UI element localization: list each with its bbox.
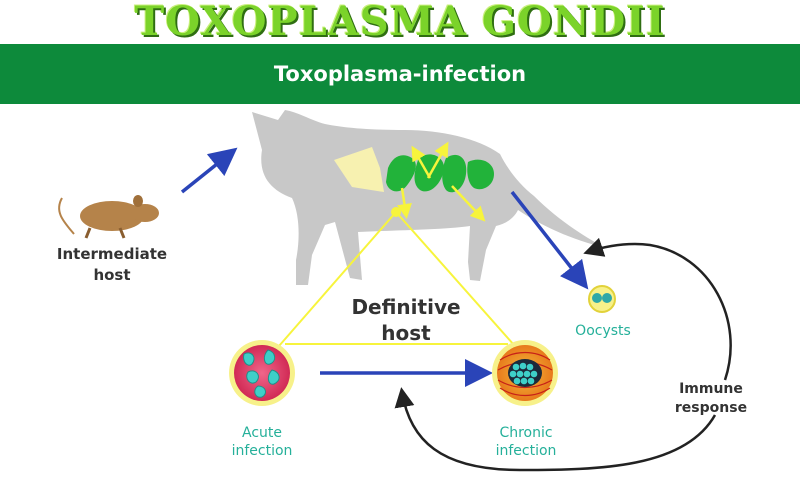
intermediate-host-label-2: host [93,266,130,284]
mouse-illustration [58,195,159,239]
definitive-host-label-1: Definitive [351,295,460,319]
lung-shape [334,147,384,192]
acute-infection-label-1: Acute [242,425,282,441]
chronic-infection-label-2: infection [496,443,557,459]
subtitle-banner: Toxoplasma-infection [0,44,800,104]
page-title: TOXOPLASMA GONDII [134,0,666,45]
chronic-infection-cell [492,340,558,406]
immune-response-label-1: Immune [679,381,743,397]
arrow-mouse-to-cat [180,147,238,194]
subtitle-text: Toxoplasma-infection [273,62,527,86]
chronic-infection-label-1: Chronic [499,425,552,441]
intestine-arrows [397,141,486,222]
acute-infection-cell [229,340,295,406]
acute-infection-label-2: infection [232,443,293,459]
definitive-host-label-2: host [381,321,431,345]
arrow-cat-to-oocysts [510,190,589,290]
intermediate-host-label-1: Intermediate [57,245,167,263]
arrow-cycle-top [583,237,732,381]
oocyst-icon [588,285,616,313]
yellow-node [391,207,401,217]
immune-response-label-2: response [675,400,747,416]
cat-illustration [252,110,606,285]
yellow-connector-lines [271,211,523,355]
life-cycle-diagram: Intermediate host Definitive host Oocyst… [57,110,747,472]
oocysts-label: Oocysts [575,323,631,339]
arrow-cycle-bottom [394,387,717,472]
